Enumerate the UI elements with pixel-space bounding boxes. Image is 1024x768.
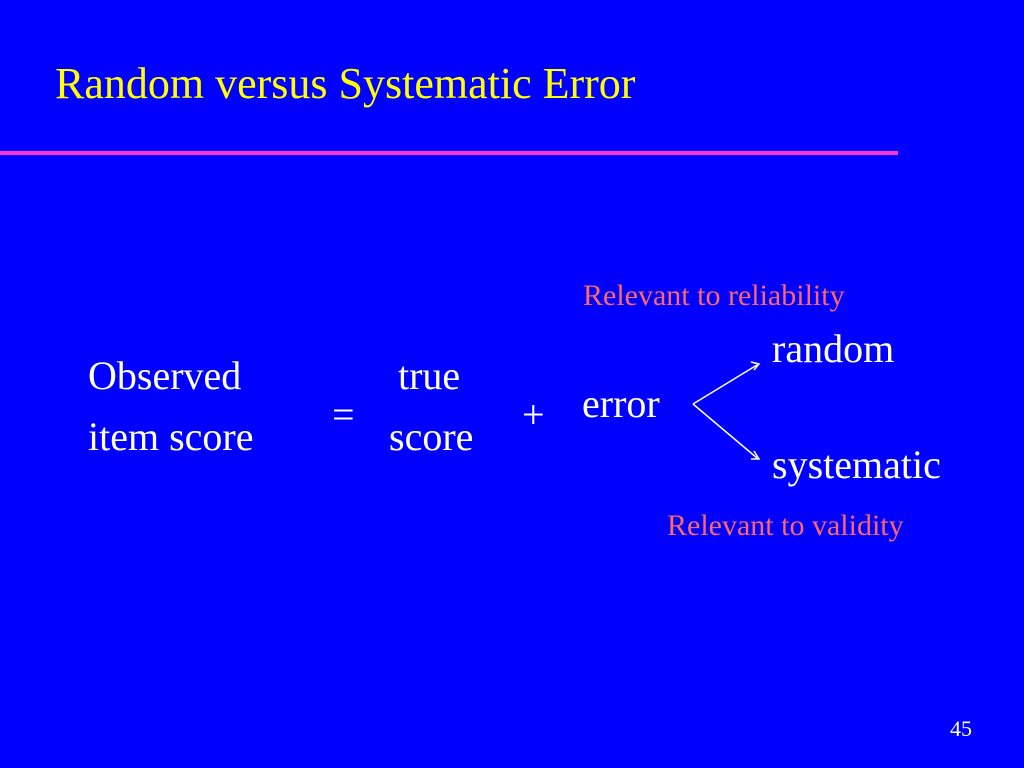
slide-title: Random versus Systematic Error xyxy=(55,59,636,108)
arrowhead-systematic xyxy=(751,450,761,460)
true-line2: score xyxy=(389,414,474,459)
observed-line2: item score xyxy=(88,414,254,459)
systematic-label: systematic xyxy=(772,442,941,487)
error-label: error xyxy=(582,381,660,426)
validity-note: Relevant to validity xyxy=(667,509,904,542)
page-number: 45 xyxy=(950,716,972,741)
random-label: random xyxy=(772,326,895,371)
equals-sign: = xyxy=(332,392,355,437)
true-line1: true xyxy=(398,353,461,398)
plus-sign: + xyxy=(522,392,545,437)
arrow-to-systematic xyxy=(692,403,758,459)
observed-line1: Observed xyxy=(88,353,242,398)
title-underline xyxy=(0,151,898,155)
arrow-to-random xyxy=(692,364,758,405)
arrowhead-random xyxy=(750,361,761,371)
reliability-note: Relevant to reliability xyxy=(583,279,845,312)
